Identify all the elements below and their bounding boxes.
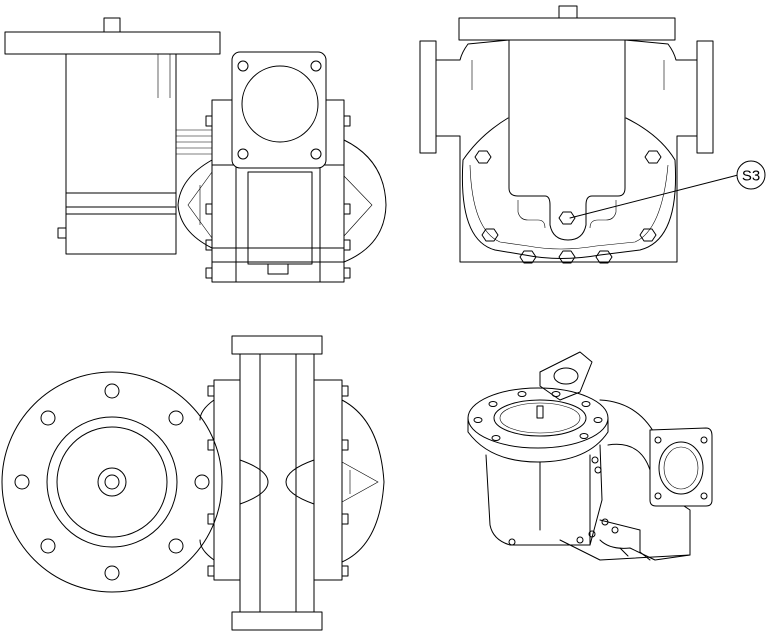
right-bell-housing xyxy=(343,139,387,263)
side-bolts xyxy=(205,115,351,279)
inspection-window xyxy=(247,171,313,265)
motor-body xyxy=(65,53,177,255)
front-view: S3 xyxy=(419,5,766,264)
left-pipe-flange xyxy=(419,40,437,154)
isometric-view xyxy=(467,351,713,561)
iso-back-flange xyxy=(539,351,593,401)
motor-flange xyxy=(458,17,676,41)
motor-flange-round xyxy=(1,371,223,593)
callout-leader xyxy=(569,174,739,219)
top-view xyxy=(1,335,385,631)
motor-flange xyxy=(4,31,221,55)
motor-column xyxy=(508,39,626,241)
iso-motor-body xyxy=(485,444,603,546)
volute-bolts xyxy=(474,150,662,264)
outlet-port xyxy=(241,65,319,143)
callout-s3: S3 xyxy=(569,160,766,219)
outlet-flange xyxy=(231,51,327,169)
callout-bubble xyxy=(736,160,766,190)
casing-outline xyxy=(435,39,698,263)
shaft-stub xyxy=(558,5,578,19)
side-view xyxy=(4,17,387,283)
iso-flange-holes xyxy=(473,391,603,441)
top-pipe-flange xyxy=(231,335,323,355)
right-bell-housing xyxy=(341,399,385,563)
iso-bolts xyxy=(508,456,619,546)
iso-pump-casing xyxy=(599,399,691,561)
shaft-bore xyxy=(97,467,127,497)
top-view-bolts xyxy=(207,385,349,577)
volute-outline xyxy=(461,117,677,259)
coupling-fins xyxy=(176,129,212,155)
shaft-stub xyxy=(103,17,121,33)
right-pipe-flange xyxy=(696,40,714,154)
left-bell-housing xyxy=(177,159,213,249)
callout-label: S3 xyxy=(742,168,760,185)
bottom-pipe-flange xyxy=(231,611,323,631)
flange-bolt-holes xyxy=(14,383,210,581)
